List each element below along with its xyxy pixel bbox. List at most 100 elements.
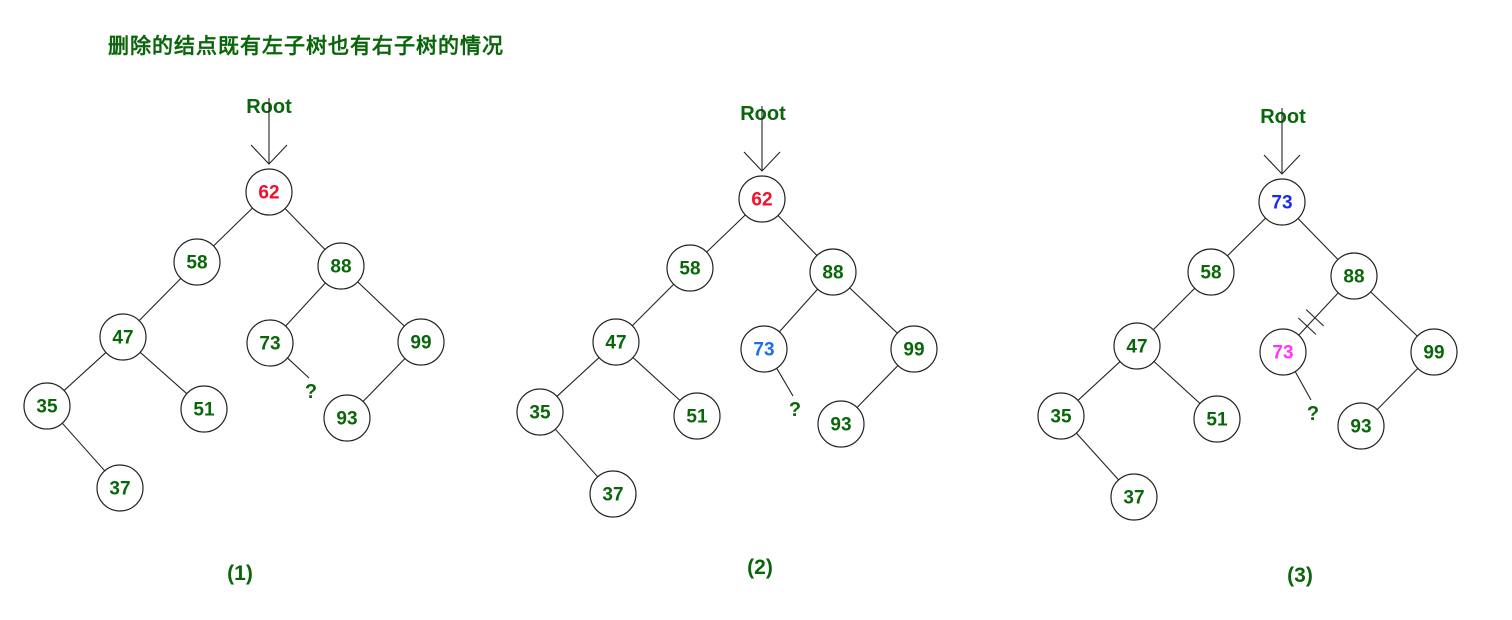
node-93: 93 <box>1337 402 1385 450</box>
node-73: 73 <box>1258 178 1306 226</box>
node-label: 62 <box>258 183 279 204</box>
node-label: 88 <box>330 257 351 278</box>
node-35: 35 <box>516 388 564 436</box>
edge-88-73 <box>778 288 819 333</box>
edge-62-88 <box>284 208 326 250</box>
edge-88-73 <box>285 282 326 327</box>
tree-caption: (3) <box>1287 564 1313 587</box>
node-circle <box>589 470 637 518</box>
edge-35-37 <box>61 422 106 472</box>
node-circle <box>1330 252 1378 300</box>
node-47: 47 <box>1113 322 1161 370</box>
node-99: 99 <box>397 318 445 366</box>
node-88: 88 <box>809 248 857 296</box>
node-circle <box>180 385 228 433</box>
node-73: 73 <box>1259 328 1307 376</box>
node-circle <box>246 319 294 367</box>
node-88: 88 <box>1330 252 1378 300</box>
node-circle <box>516 388 564 436</box>
node-circle <box>1187 248 1235 296</box>
node-circle <box>1337 402 1385 450</box>
edge-73-missing <box>1294 371 1312 401</box>
edge-73-58 <box>1226 217 1267 257</box>
edge-47-51 <box>1153 361 1201 404</box>
edge-62-88 <box>777 215 818 256</box>
node-label: 37 <box>1123 488 1144 509</box>
node-label: 73 <box>753 340 774 361</box>
question-mark: ? <box>1307 403 1319 425</box>
node-circle <box>1110 473 1158 521</box>
node-47: 47 <box>592 318 640 366</box>
node-circle <box>99 313 147 361</box>
node-label: 47 <box>1126 337 1147 358</box>
edge-35-37 <box>554 428 599 478</box>
node-circle <box>738 175 786 223</box>
edge-88-99 <box>357 281 405 327</box>
node-label: 99 <box>410 333 431 354</box>
node-label: 51 <box>686 407 708 428</box>
edge-35-37 <box>1075 432 1120 481</box>
node-circle <box>890 325 938 373</box>
node-label: 47 <box>605 333 626 354</box>
edge-47-35 <box>1077 361 1121 401</box>
edge-99-93 <box>856 365 899 408</box>
node-label: 93 <box>336 409 357 430</box>
edge-47-35 <box>63 352 107 391</box>
root-arrow-icon <box>743 106 781 172</box>
node-circle <box>245 168 293 216</box>
node-circle <box>592 318 640 366</box>
node-label: 99 <box>1423 343 1444 364</box>
node-label: 99 <box>903 340 924 361</box>
node-circle <box>317 242 365 290</box>
edge-73-88 <box>1297 218 1339 260</box>
node-58: 58 <box>173 238 221 286</box>
edge-99-93 <box>1376 367 1419 411</box>
node-51: 51 <box>1193 395 1241 443</box>
edge-47-35 <box>556 357 600 397</box>
edge-88-99 <box>1370 291 1418 337</box>
node-circle <box>397 318 445 366</box>
node-circle <box>1037 392 1085 440</box>
diagram-title: 删除的结点既有左子树也有右子树的情况 <box>108 34 504 58</box>
node-circle <box>666 244 714 292</box>
node-51: 51 <box>673 392 721 440</box>
edge-73-missing <box>776 367 794 397</box>
question-mark: ? <box>305 381 317 403</box>
node-58: 58 <box>1187 248 1235 296</box>
node-label: 58 <box>1200 263 1221 284</box>
node-93: 93 <box>817 400 865 448</box>
node-35: 35 <box>1037 392 1085 440</box>
edge-58-47 <box>138 277 182 322</box>
node-47: 47 <box>99 313 147 361</box>
root-label: Root <box>1260 106 1306 128</box>
node-circle <box>96 464 144 512</box>
node-label: 35 <box>529 403 551 424</box>
edge-47-51 <box>139 351 188 395</box>
node-circle <box>1113 322 1161 370</box>
edge-58-47 <box>631 283 675 327</box>
node-circle <box>673 392 721 440</box>
node-37: 37 <box>1110 473 1158 521</box>
root-label: Root <box>740 103 786 125</box>
root-arrow-icon <box>250 98 288 165</box>
node-99: 99 <box>1410 328 1458 376</box>
node-circle <box>1259 328 1307 376</box>
root-arrow-icon <box>1263 108 1301 175</box>
node-label: 58 <box>186 253 207 274</box>
edge-62-58 <box>213 207 253 247</box>
node-label: 73 <box>1272 343 1293 364</box>
node-51: 51 <box>180 385 228 433</box>
edge-73-missing <box>287 357 310 379</box>
edge-88-99 <box>849 287 898 334</box>
node-label: 93 <box>1350 417 1371 438</box>
question-mark: ? <box>789 399 801 421</box>
edge-88-73 <box>1298 292 1339 336</box>
node-circle <box>817 400 865 448</box>
node-62: 62 <box>738 175 786 223</box>
node-label: 73 <box>1271 193 1292 214</box>
node-37: 37 <box>589 470 637 518</box>
node-circle <box>1193 395 1241 443</box>
node-label: 51 <box>1206 410 1228 431</box>
